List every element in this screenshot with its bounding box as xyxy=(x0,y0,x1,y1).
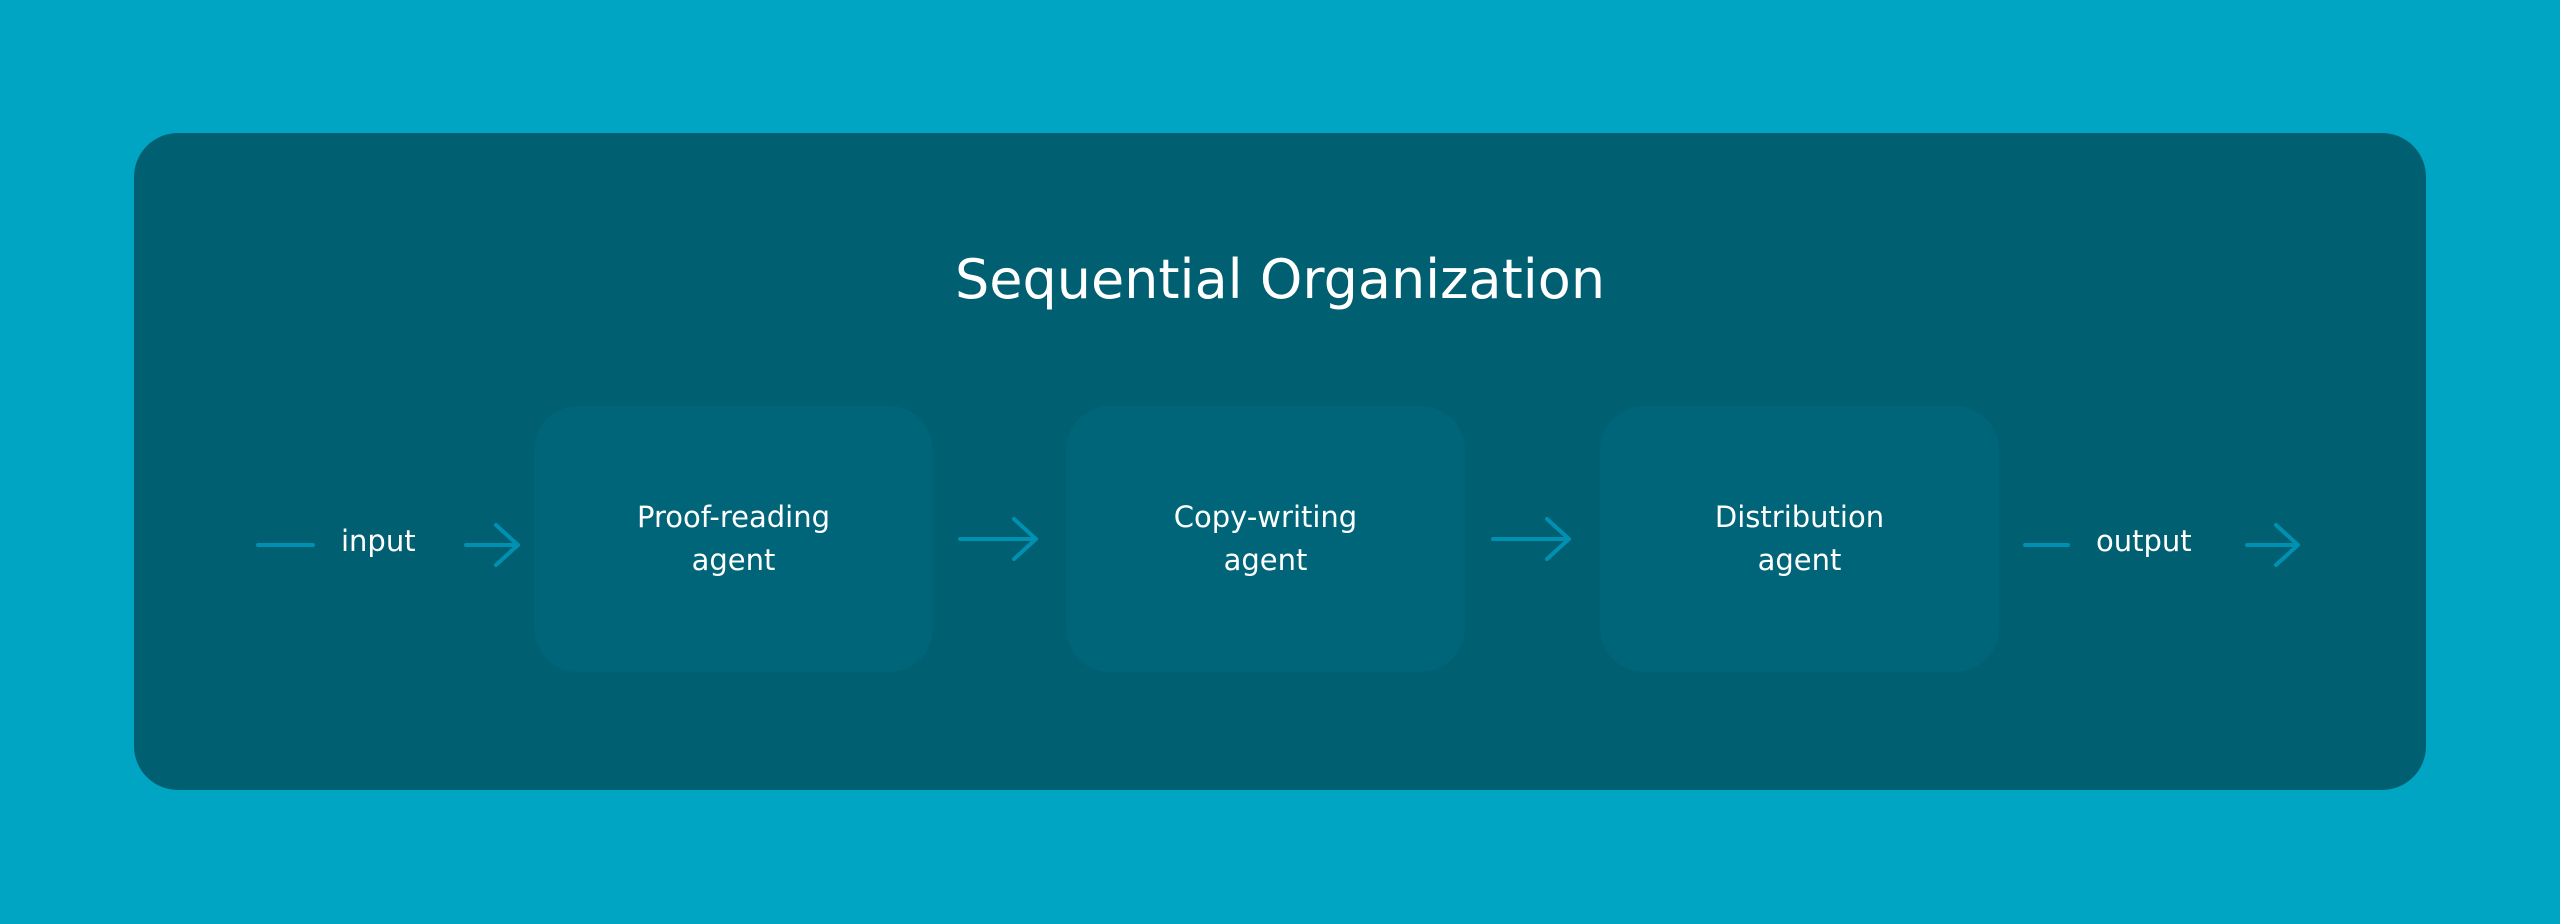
distribution-agent-box: Distribution agent xyxy=(1600,406,1999,672)
proof-reading-agent-box: Proof-reading agent xyxy=(534,406,933,672)
agent-suffix: agent xyxy=(1757,543,1842,577)
output-label: output xyxy=(2096,524,2192,558)
output-arrow-icon xyxy=(2245,523,2300,567)
copy-writing-agent-box: Copy-writing agent xyxy=(1066,406,1465,672)
diagram-title: Sequential Organization xyxy=(954,248,1606,311)
agent-name: Distribution xyxy=(1714,500,1885,534)
agent-name: Copy-writing xyxy=(1173,500,1358,534)
input-arrow-icon xyxy=(464,523,520,567)
arrow-1-icon xyxy=(958,517,1038,561)
arrow-2-icon xyxy=(1491,517,1571,561)
agent-name: Proof-reading xyxy=(637,500,830,534)
input-label: input xyxy=(341,524,416,558)
agent-suffix: agent xyxy=(691,543,776,577)
agent-suffix: agent xyxy=(1223,543,1308,577)
